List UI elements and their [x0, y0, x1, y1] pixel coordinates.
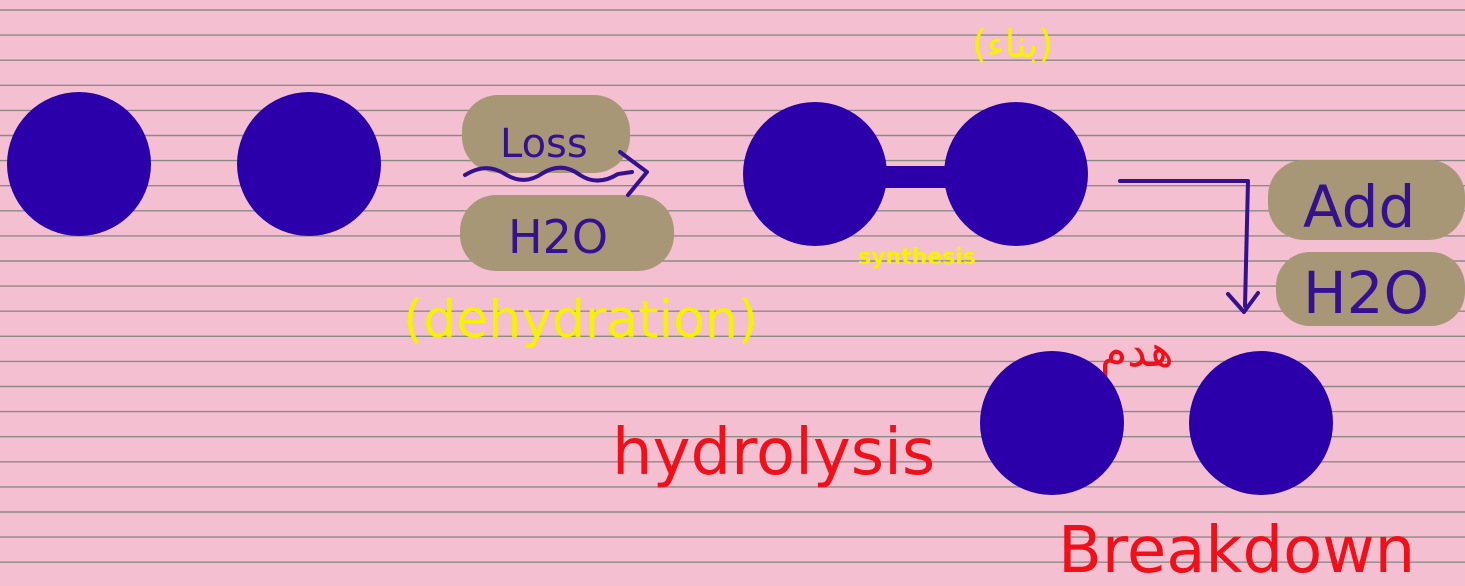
hydrolysis-label: hydrolysis: [612, 416, 935, 490]
arrow-head-down: [1226, 291, 1260, 314]
h2o-label-left: H2O: [508, 210, 608, 264]
dehydration-label: (dehydration): [403, 290, 758, 350]
h2o-highlight-right: [1276, 252, 1465, 326]
add-label: Add: [1303, 173, 1415, 241]
arabic-build-label: (بناء): [972, 22, 1053, 66]
dimer-monomer-2: [944, 102, 1088, 246]
synthesis-label: synthesis: [858, 245, 976, 270]
monomer-bottom-2: [1189, 351, 1333, 495]
bond: [872, 166, 954, 188]
monomer-left-2: [237, 92, 381, 236]
monomer-bottom-1: [980, 351, 1124, 495]
arabic-break-label: هدم: [1100, 326, 1174, 377]
hydrolysis-arrow: [1118, 179, 1250, 308]
arrow-head-right: [618, 150, 649, 197]
breakdown-label: Breakdown: [1058, 514, 1415, 586]
dimer-monomer-1: [743, 102, 887, 246]
wavy-arrow: [463, 165, 634, 183]
h2o-highlight-left: [460, 195, 674, 271]
loss-highlight: [462, 95, 630, 173]
monomer-left-1: [7, 92, 151, 236]
add-highlight: [1268, 160, 1465, 240]
loss-label: Loss: [500, 121, 588, 167]
h2o-label-right: H2O: [1303, 259, 1429, 327]
